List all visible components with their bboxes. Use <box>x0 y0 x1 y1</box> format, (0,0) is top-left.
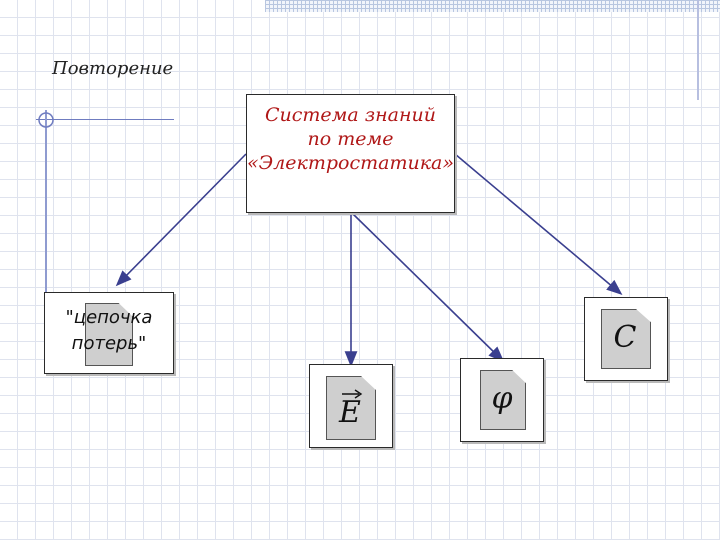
top-decorative-band <box>265 0 720 12</box>
central-topic-line-3: «Электростатика» <box>247 152 455 174</box>
document-icon <box>326 376 376 440</box>
central-topic-line-2: по теме <box>307 128 394 150</box>
loss-chain-box: "цепочка потерь" <box>44 292 174 374</box>
right-decorative-line <box>697 0 699 100</box>
document-icon <box>480 370 526 430</box>
left-bracket-circle-icon <box>38 112 54 128</box>
vector-arrow-icon <box>342 389 363 399</box>
document-icon <box>601 309 651 369</box>
capacitance-symbol: C <box>613 320 637 355</box>
left-bracket-vertical-line <box>45 110 47 295</box>
field-strength-box: E <box>309 364 393 448</box>
central-topic-box: Система знаний по теме «Электростатика» <box>246 94 455 213</box>
loss-chain-label: "цепочка потерь" <box>45 305 173 357</box>
capacitance-box: C <box>584 297 668 381</box>
loss-chain-line-2: потерь" <box>71 333 147 354</box>
arrow-to-capacitance <box>454 153 623 296</box>
arrow-to-loss-chain <box>115 153 247 287</box>
page-title: Повторение <box>52 58 174 79</box>
potential-box: φ <box>460 358 544 442</box>
potential-symbol: φ <box>491 381 513 416</box>
central-topic-line-1: Система знаний <box>265 104 436 126</box>
document-icon <box>85 303 133 366</box>
left-bracket-top-line <box>36 119 174 120</box>
field-strength-symbol: E <box>339 395 361 430</box>
arrow-to-potential <box>352 213 505 363</box>
loss-chain-line-1: "цепочка <box>65 307 153 328</box>
